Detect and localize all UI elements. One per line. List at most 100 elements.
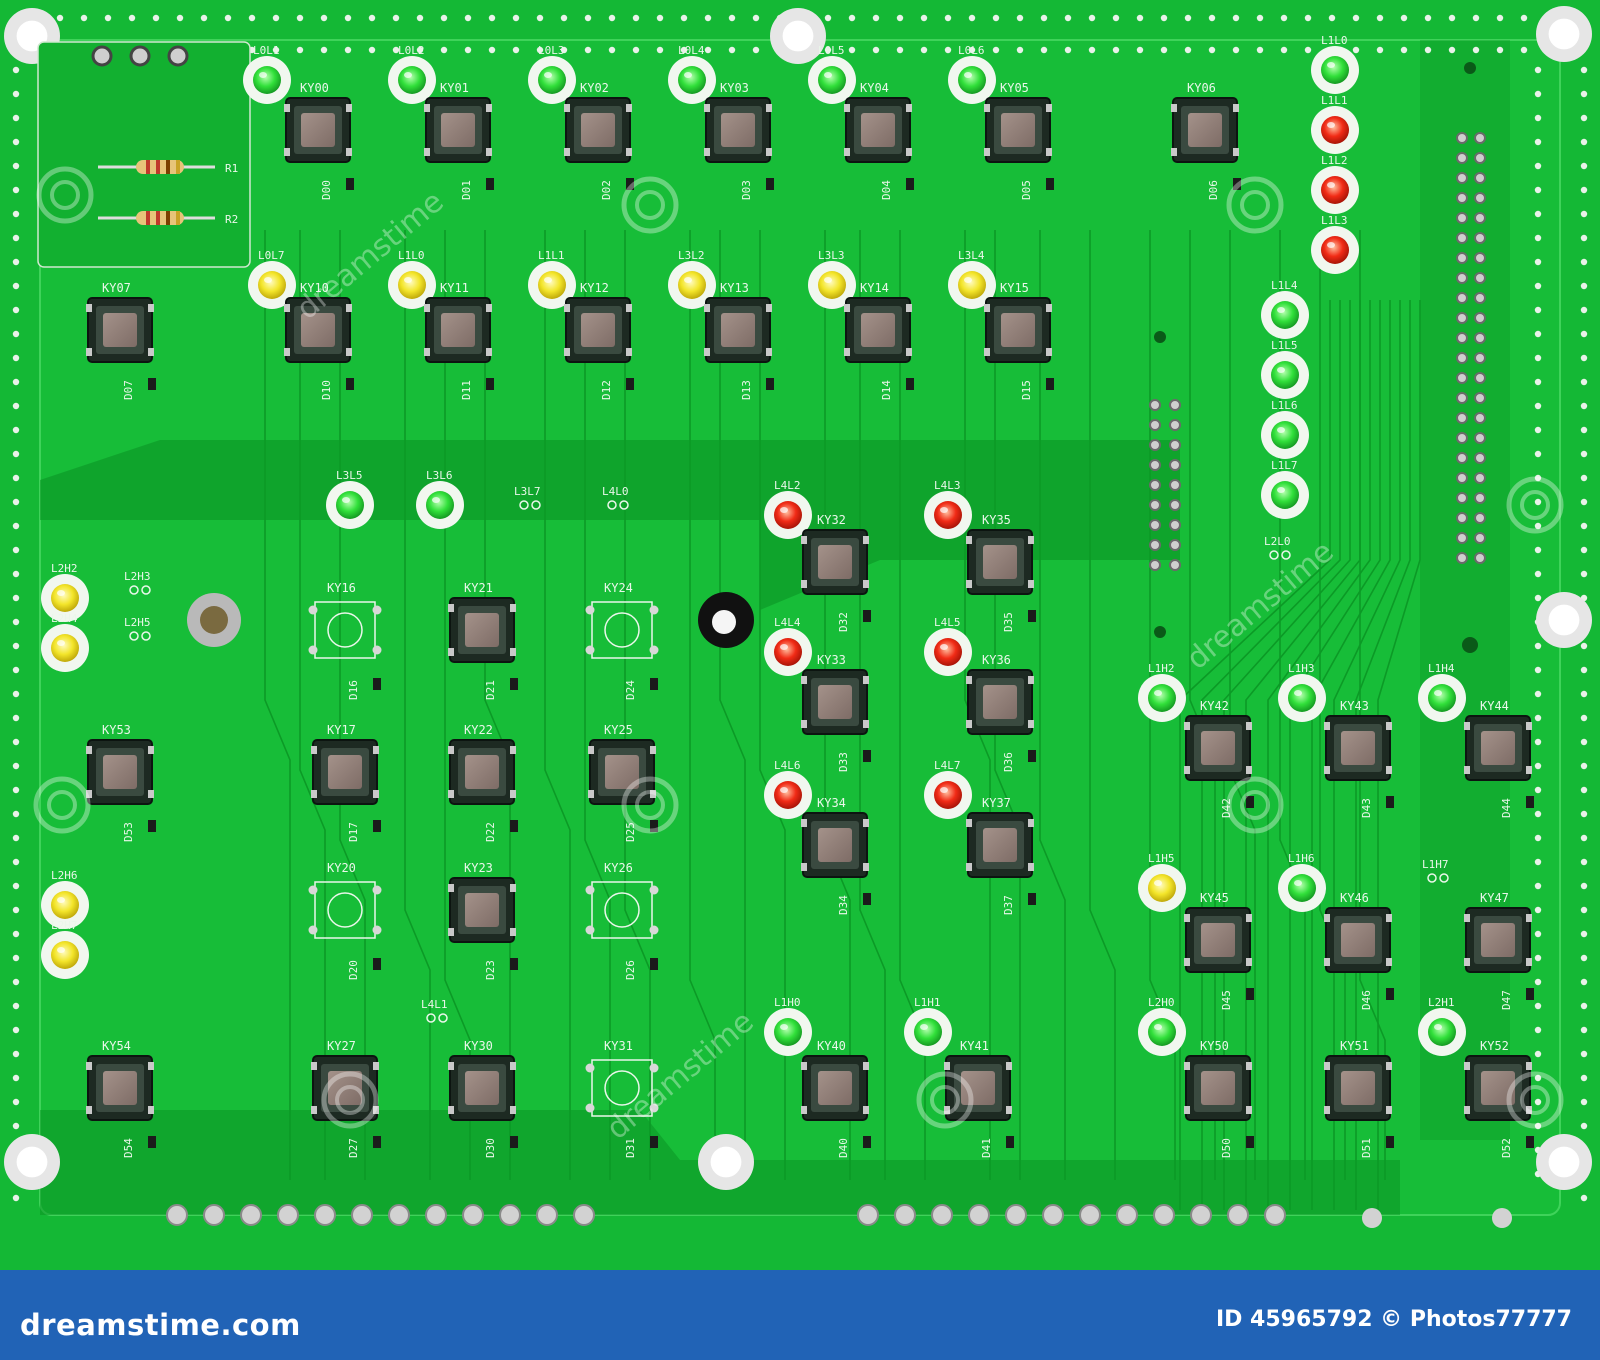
via-dot	[1534, 1122, 1542, 1130]
key-label: KY42	[1200, 699, 1229, 713]
via-dot	[1580, 642, 1588, 650]
diode-label: D44	[1500, 798, 1513, 818]
switch-leg	[373, 1062, 379, 1070]
connector-pin	[1474, 272, 1486, 284]
via-dot	[1328, 14, 1336, 22]
switch-leg	[1464, 958, 1470, 966]
via-dot	[368, 14, 376, 22]
led-label: L1L6	[1271, 399, 1298, 412]
solder-pad	[649, 1103, 659, 1113]
led-footprint	[426, 1013, 436, 1023]
led-label: L0L1	[253, 44, 280, 57]
led-highlight	[404, 72, 412, 78]
switch-leg	[1184, 766, 1190, 774]
diode-label: D31	[624, 1138, 637, 1158]
led-highlight	[940, 507, 948, 513]
connector-pin	[1169, 499, 1181, 511]
solder-pad	[308, 605, 318, 615]
switch-leg	[1028, 819, 1034, 827]
pcb-trace	[624, 230, 651, 1180]
via-dot	[12, 1002, 20, 1010]
via-dot	[12, 258, 20, 266]
key-label: KY24	[604, 581, 633, 595]
led-label: L4L1	[421, 998, 448, 1011]
diode	[1028, 610, 1036, 622]
via-dot	[1472, 14, 1480, 22]
header-pin	[129, 45, 151, 67]
led-highlight	[544, 72, 552, 78]
switch-leg	[1246, 958, 1252, 966]
connector-pin	[1474, 372, 1486, 384]
switch-leg	[148, 1062, 154, 1070]
diode-label: D24	[624, 680, 637, 700]
via-dot	[1534, 114, 1542, 122]
via-dot	[1280, 14, 1288, 22]
switch-leg	[863, 676, 869, 684]
via-dot	[12, 546, 20, 554]
switch-leg	[944, 1106, 950, 1114]
led-footprint	[619, 500, 629, 510]
via-dot	[12, 714, 20, 722]
via-dot	[272, 46, 280, 54]
switch-leg	[284, 348, 290, 356]
switch-leg	[801, 536, 807, 544]
connector-pin	[1456, 252, 1468, 264]
led-label: L3L4	[958, 249, 985, 262]
edge-pad	[351, 1204, 373, 1226]
via-dot	[728, 14, 736, 22]
switch-leg	[448, 1062, 454, 1070]
key-label: KY35	[982, 513, 1011, 527]
led-red	[1321, 236, 1349, 264]
diode	[1028, 893, 1036, 905]
led-highlight	[404, 277, 412, 283]
connector-pin	[1474, 292, 1486, 304]
edge-pad	[1190, 1204, 1212, 1226]
diode	[486, 178, 494, 190]
key-label: KY02	[580, 81, 609, 95]
led-highlight	[264, 277, 272, 283]
via-dot	[1534, 234, 1542, 242]
via-dot	[1580, 570, 1588, 578]
switch-leg	[944, 1062, 950, 1070]
switch-cap	[1201, 731, 1235, 765]
diode	[766, 178, 774, 190]
key-label: KY12	[580, 281, 609, 295]
led-label: L4L7	[934, 759, 961, 772]
switch-cap	[441, 113, 475, 147]
connector-pin	[1149, 399, 1161, 411]
via-dot	[12, 618, 20, 626]
via-dot	[296, 46, 304, 54]
pcb-trace	[994, 230, 1021, 1180]
led-footprint	[129, 631, 139, 641]
switch-leg	[966, 580, 972, 588]
watermark-swirl	[1226, 176, 1284, 234]
via-dot	[1580, 906, 1588, 914]
via-dot	[1534, 378, 1542, 386]
switch-leg	[1464, 766, 1470, 774]
connector-pin	[1474, 212, 1486, 224]
via-dot	[1580, 498, 1588, 506]
via-dot	[1534, 522, 1542, 530]
switch-leg	[486, 104, 492, 112]
solder-pad	[649, 1063, 659, 1073]
via-dot	[12, 162, 20, 170]
switch-cap	[103, 313, 137, 347]
led-label: L4L6	[774, 759, 801, 772]
via-dot	[1534, 1098, 1542, 1106]
switch-cap	[1001, 313, 1035, 347]
via-dot	[1580, 786, 1588, 794]
led-label: L4L4	[774, 616, 801, 629]
pcb-trace	[1311, 300, 1391, 1210]
via-dot	[1424, 46, 1432, 54]
led-label: L1H0	[774, 996, 801, 1009]
via-dot	[1534, 906, 1542, 914]
pcb-trace	[1267, 300, 1371, 1210]
switch-leg	[1386, 914, 1392, 922]
via-dot	[536, 14, 544, 22]
connector-pin	[1456, 132, 1468, 144]
switch-cap	[465, 755, 499, 789]
led-label: L2H3	[124, 570, 151, 583]
switch-leg	[86, 790, 92, 798]
led-green	[1428, 684, 1456, 712]
